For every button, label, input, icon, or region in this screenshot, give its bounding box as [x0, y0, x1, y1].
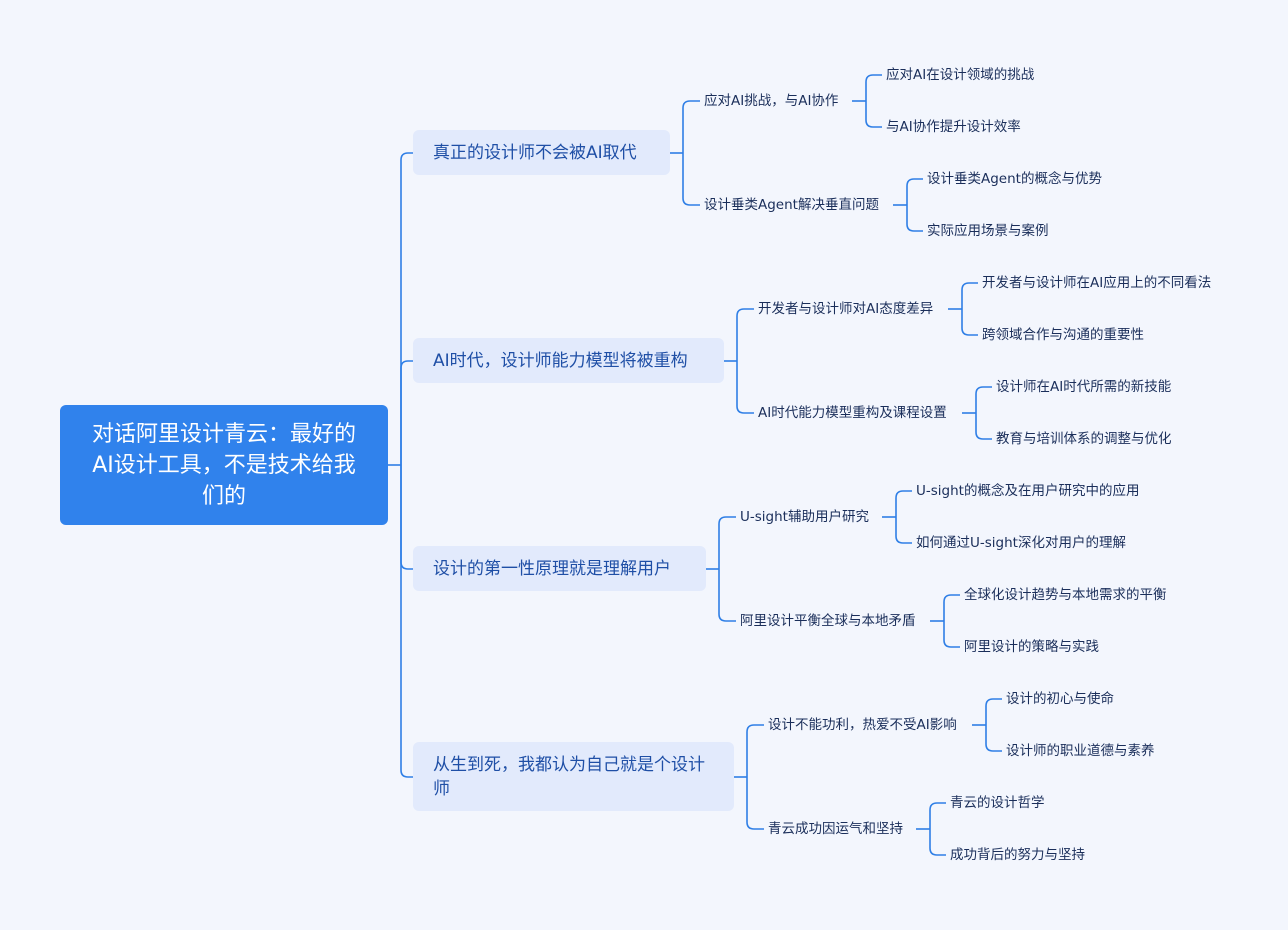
leaf-node[interactable]: 开发者与设计师在AI应用上的不同看法	[982, 273, 1211, 293]
leaf-node[interactable]: 成功背后的努力与坚持	[950, 845, 1085, 865]
subtopic-label: 应对AI挑战，与AI协作	[704, 93, 839, 109]
subtopic-node[interactable]: 设计垂类Agent解决垂直问题	[704, 195, 879, 215]
topic-connector-link	[682, 100, 700, 153]
leaf-node[interactable]: 如何通过U-sight深化对用户的理解	[916, 533, 1126, 553]
topic-node[interactable]: AI时代，设计师能力模型将被重构	[413, 338, 724, 383]
subtopic-connector-link	[985, 725, 1002, 752]
topic-label: 真正的设计师不会被AI取代	[433, 142, 637, 163]
subtopic-node[interactable]: AI时代能力模型重构及课程设置	[758, 403, 947, 423]
topic-label: 从生到死，我都认为自己就是个设计师	[433, 754, 705, 799]
subtopic-label: U-sight辅助用户研究	[740, 509, 869, 525]
leaf-label: 如何通过U-sight深化对用户的理解	[916, 535, 1126, 551]
leaf-node[interactable]: 实际应用场景与案例	[927, 221, 1049, 241]
subtopic-connector-link	[906, 178, 923, 205]
leaf-node[interactable]: 教育与培训体系的调整与优化	[996, 429, 1172, 449]
root-connector-link	[400, 465, 413, 778]
subtopic-connector-link	[985, 698, 1002, 725]
subtopic-label: 青云成功因运气和坚持	[768, 821, 903, 837]
leaf-label: 阿里设计的策略与实践	[964, 639, 1099, 655]
topic-node[interactable]: 真正的设计师不会被AI取代	[413, 130, 670, 175]
root-connector-link	[400, 465, 413, 570]
leaf-node[interactable]: 应对AI在设计领域的挑战	[886, 65, 1034, 85]
topic-connector-link	[736, 361, 754, 414]
root-connector-link	[400, 360, 413, 465]
topic-node[interactable]: 从生到死，我都认为自己就是个设计师	[413, 742, 734, 811]
subtopic-connector-link	[865, 74, 882, 101]
subtopic-label: 设计不能功利，热爱不受AI影响	[768, 717, 957, 733]
subtopic-node[interactable]: 开发者与设计师对AI态度差异	[758, 299, 933, 319]
topic-label: 设计的第一性原理就是理解用户	[433, 558, 671, 579]
topic-connector-link	[682, 153, 700, 206]
subtopic-node[interactable]: 应对AI挑战，与AI协作	[704, 91, 838, 111]
leaf-label: 青云的设计哲学	[950, 795, 1045, 811]
subtopic-node[interactable]: 青云成功因运气和坚持	[768, 819, 903, 839]
leaf-label: 全球化设计趋势与本地需求的平衡	[964, 587, 1167, 603]
leaf-node[interactable]: U-sight的概念及在用户研究中的应用	[916, 481, 1139, 501]
leaf-node[interactable]: 阿里设计的策略与实践	[964, 637, 1099, 657]
root-connector-link	[400, 152, 413, 465]
root-node[interactable]: 对话阿里设计青云：最好的AI设计工具，不是技术给我们的	[60, 405, 388, 525]
leaf-node[interactable]: 跨领域合作与沟通的重要性	[982, 325, 1144, 345]
leaf-node[interactable]: 设计垂类Agent的概念与优势	[927, 169, 1102, 189]
leaf-label: 设计垂类Agent的概念与优势	[927, 171, 1102, 187]
leaf-node[interactable]: 全球化设计趋势与本地需求的平衡	[964, 585, 1167, 605]
subtopic-connector-link	[906, 205, 923, 232]
subtopic-connector-link	[943, 594, 960, 621]
leaf-label: 设计师的职业道德与素养	[1006, 743, 1155, 759]
leaf-node[interactable]: 青云的设计哲学	[950, 793, 1045, 813]
leaf-label: U-sight的概念及在用户研究中的应用	[916, 483, 1140, 499]
leaf-node[interactable]: 设计师的职业道德与素养	[1006, 741, 1155, 761]
leaf-label: 教育与培训体系的调整与优化	[996, 431, 1172, 447]
leaf-label: 设计师在AI时代所需的新技能	[996, 379, 1172, 395]
leaf-node[interactable]: 设计师在AI时代所需的新技能	[996, 377, 1171, 397]
topic-connector-link	[746, 777, 764, 830]
subtopic-connector-link	[895, 517, 912, 544]
leaf-node[interactable]: 与AI协作提升设计效率	[886, 117, 1021, 137]
leaf-label: 跨领域合作与沟通的重要性	[982, 327, 1144, 343]
leaf-label: 设计的初心与使命	[1006, 691, 1114, 707]
root-title: 对话阿里设计青云：最好的AI设计工具，不是技术给我们的	[91, 421, 356, 509]
leaf-label: 与AI协作提升设计效率	[886, 119, 1021, 135]
subtopic-connector-link	[961, 309, 978, 336]
subtopic-label: 阿里设计平衡全球与本地矛盾	[740, 613, 916, 629]
leaf-label: 成功背后的努力与坚持	[950, 847, 1085, 863]
leaf-node[interactable]: 设计的初心与使命	[1006, 689, 1114, 709]
subtopic-connector-link	[943, 621, 960, 648]
subtopic-label: 设计垂类Agent解决垂直问题	[704, 197, 879, 213]
topic-connector-link	[718, 569, 736, 622]
subtopic-connector-link	[929, 829, 946, 856]
subtopic-label: AI时代能力模型重构及课程设置	[758, 405, 947, 421]
leaf-label: 开发者与设计师在AI应用上的不同看法	[982, 275, 1212, 291]
subtopic-connector-link	[865, 101, 882, 128]
subtopic-node[interactable]: U-sight辅助用户研究	[740, 507, 869, 527]
subtopic-connector-link	[975, 413, 992, 440]
topic-connector-link	[718, 516, 736, 569]
subtopic-node[interactable]: 设计不能功利，热爱不受AI影响	[768, 715, 957, 735]
leaf-label: 实际应用场景与案例	[927, 223, 1049, 239]
topic-connector-link	[746, 724, 764, 777]
topic-connector-link	[736, 308, 754, 361]
subtopic-connector-link	[929, 802, 946, 829]
subtopic-node[interactable]: 阿里设计平衡全球与本地矛盾	[740, 611, 916, 631]
subtopic-label: 开发者与设计师对AI态度差异	[758, 301, 934, 317]
subtopic-connector-link	[975, 386, 992, 413]
leaf-label: 应对AI在设计领域的挑战	[886, 67, 1035, 83]
topic-node[interactable]: 设计的第一性原理就是理解用户	[413, 546, 706, 591]
topic-label: AI时代，设计师能力模型将被重构	[433, 350, 688, 371]
subtopic-connector-link	[895, 490, 912, 517]
subtopic-connector-link	[961, 282, 978, 309]
